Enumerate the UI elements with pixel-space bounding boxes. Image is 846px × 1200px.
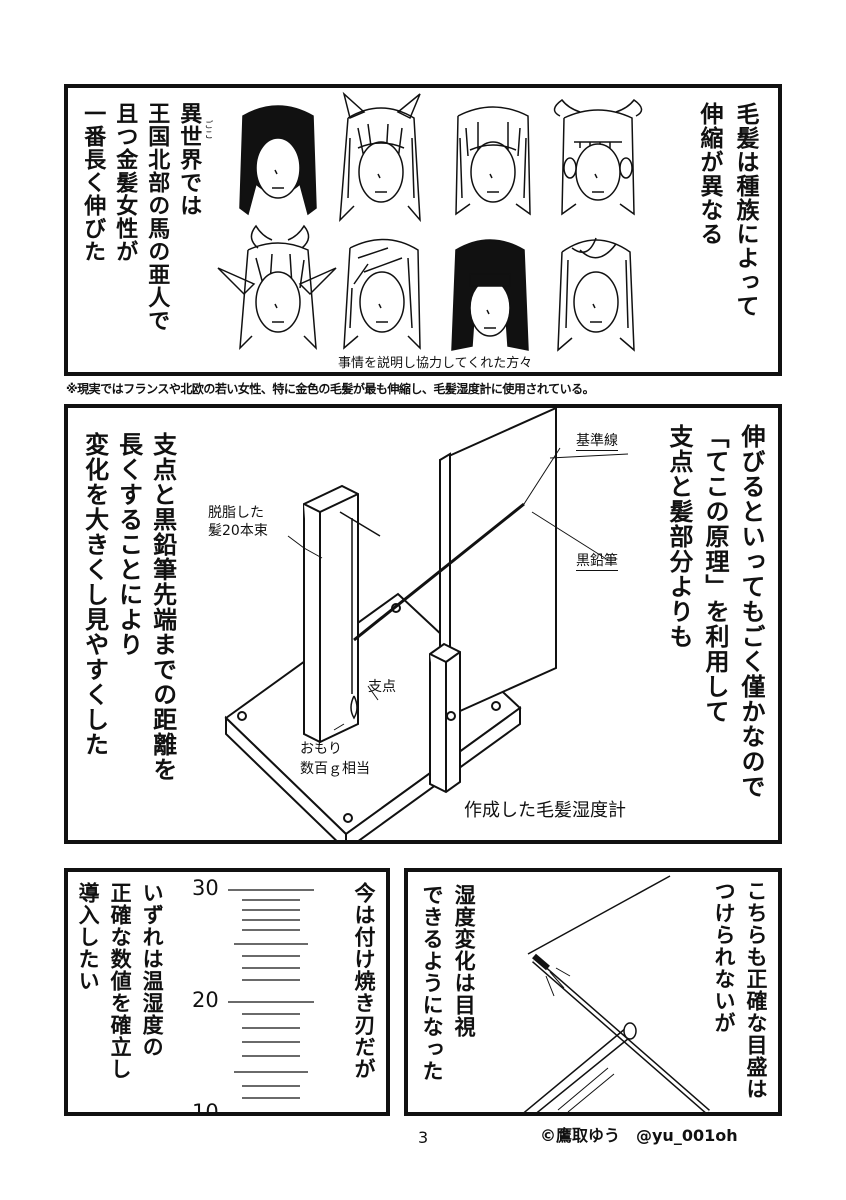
face-long-bangs <box>455 106 531 216</box>
pencil-closeup-drawing <box>523 875 710 1112</box>
panel1-left-text-2: 王国北部の馬の亜人で <box>144 102 170 332</box>
humidity-scale <box>228 889 314 1099</box>
face-horse-ears <box>339 91 421 223</box>
face-curved-horns <box>553 98 643 216</box>
panel3-left-text-1: いずれは温湿度の <box>140 882 165 1058</box>
panel3-left-text-2: 正確な数値を確立し <box>108 882 133 1080</box>
panel4-left-text-1: 湿度変化は目視 <box>452 884 477 1038</box>
panel2-left-text-1: 支点と黒鉛筆先端までの距離を <box>148 432 177 782</box>
label-pencil: 黒鉛筆 <box>576 550 618 571</box>
panel-scale: 今は付け焼き刃だが いずれは温湿度の 正確な数値を確立し 導入したい 30 20… <box>64 868 390 1116</box>
face-swept-back <box>557 237 635 352</box>
panel1-left-text-3: 且つ金髪女性が <box>112 102 138 263</box>
panel1-right-text-1: 毛髪は種族によって <box>732 102 758 318</box>
face-goat-horns <box>217 224 337 350</box>
panel2-right-text-2: 「てこの原理」を利用して <box>701 424 729 724</box>
panel4-right-text-2: つけられないが <box>712 880 736 1034</box>
hygrometer-drawing <box>224 408 629 840</box>
panel-hygrometer: 伸びるといってもごく僅かなので 「てこの原理」を利用して 支点と髪部分よりも 支… <box>64 404 782 844</box>
panel1-caption: 事情を説明し協力してくれた方々 <box>338 356 533 371</box>
pencil-lever <box>353 502 525 642</box>
footnote: ※現実ではフランスや北欧の若い女性、特に金色の毛髪が最も伸縮し、毛髪湿度計に使用… <box>66 382 595 396</box>
panel2-right-text-1: 伸びるといってもごく僅かなので <box>737 424 765 799</box>
panel1-furigana: ごこ <box>202 120 213 140</box>
face-side-part <box>343 238 421 350</box>
scale-10: 10 <box>192 1100 219 1116</box>
panel2-right-text-3: 支点と髪部分よりも <box>665 424 693 649</box>
panel2-left-text-2: 長くすることにより <box>114 432 143 657</box>
panel4-right-text-1: こちらも正確な目盛は <box>744 880 768 1100</box>
label-weight-1: おもり <box>300 741 342 757</box>
face-black-hair <box>239 105 317 216</box>
baseline-closeup <box>527 875 671 955</box>
pivot-rod-closeup <box>523 1027 627 1112</box>
panel3-right-text-1: 今は付け焼き刃だが <box>352 882 376 1080</box>
panel4-left-text-2: できるようになった <box>420 884 445 1082</box>
label-baseline: 基準線 <box>576 430 618 451</box>
scale-30: 30 <box>192 876 219 900</box>
panel-pencil-closeup: こちらも正確な目盛は つけられないが 湿度変化は目視 できるようになった <box>404 868 782 1116</box>
label-hair-2: 髪20本束 <box>208 523 268 539</box>
scale-20: 20 <box>192 988 219 1012</box>
panel2-caption: 作成した毛髪湿度計 <box>464 800 626 821</box>
panel1-right-text-2: 伸縮が異なる <box>696 102 722 246</box>
face-black-bob <box>451 239 529 351</box>
label-hair-1: 脱脂した <box>208 505 264 521</box>
panel-hair-types: 毛髪は種族によって 伸縮が異なる 異世界では ごこ 王国北部の馬の亜人で 且つ金… <box>64 84 782 376</box>
page-number: 3 <box>418 1128 429 1147</box>
label-weight-2: 数百ｇ相当 <box>300 761 370 777</box>
panel3-left-text-3: 導入したい <box>76 882 101 992</box>
panel1-left-text-4: 一番長く伸びた <box>80 102 106 263</box>
credit: ©鷹取ゆう @yu_001oh <box>540 1126 738 1145</box>
character-faces-illustration <box>217 91 643 352</box>
label-fulcrum: 支点 <box>368 679 396 695</box>
panel2-left-text-3: 変化を大きくし見やすくした <box>80 432 109 757</box>
panel1-left-text-1: 異世界では <box>176 102 202 217</box>
